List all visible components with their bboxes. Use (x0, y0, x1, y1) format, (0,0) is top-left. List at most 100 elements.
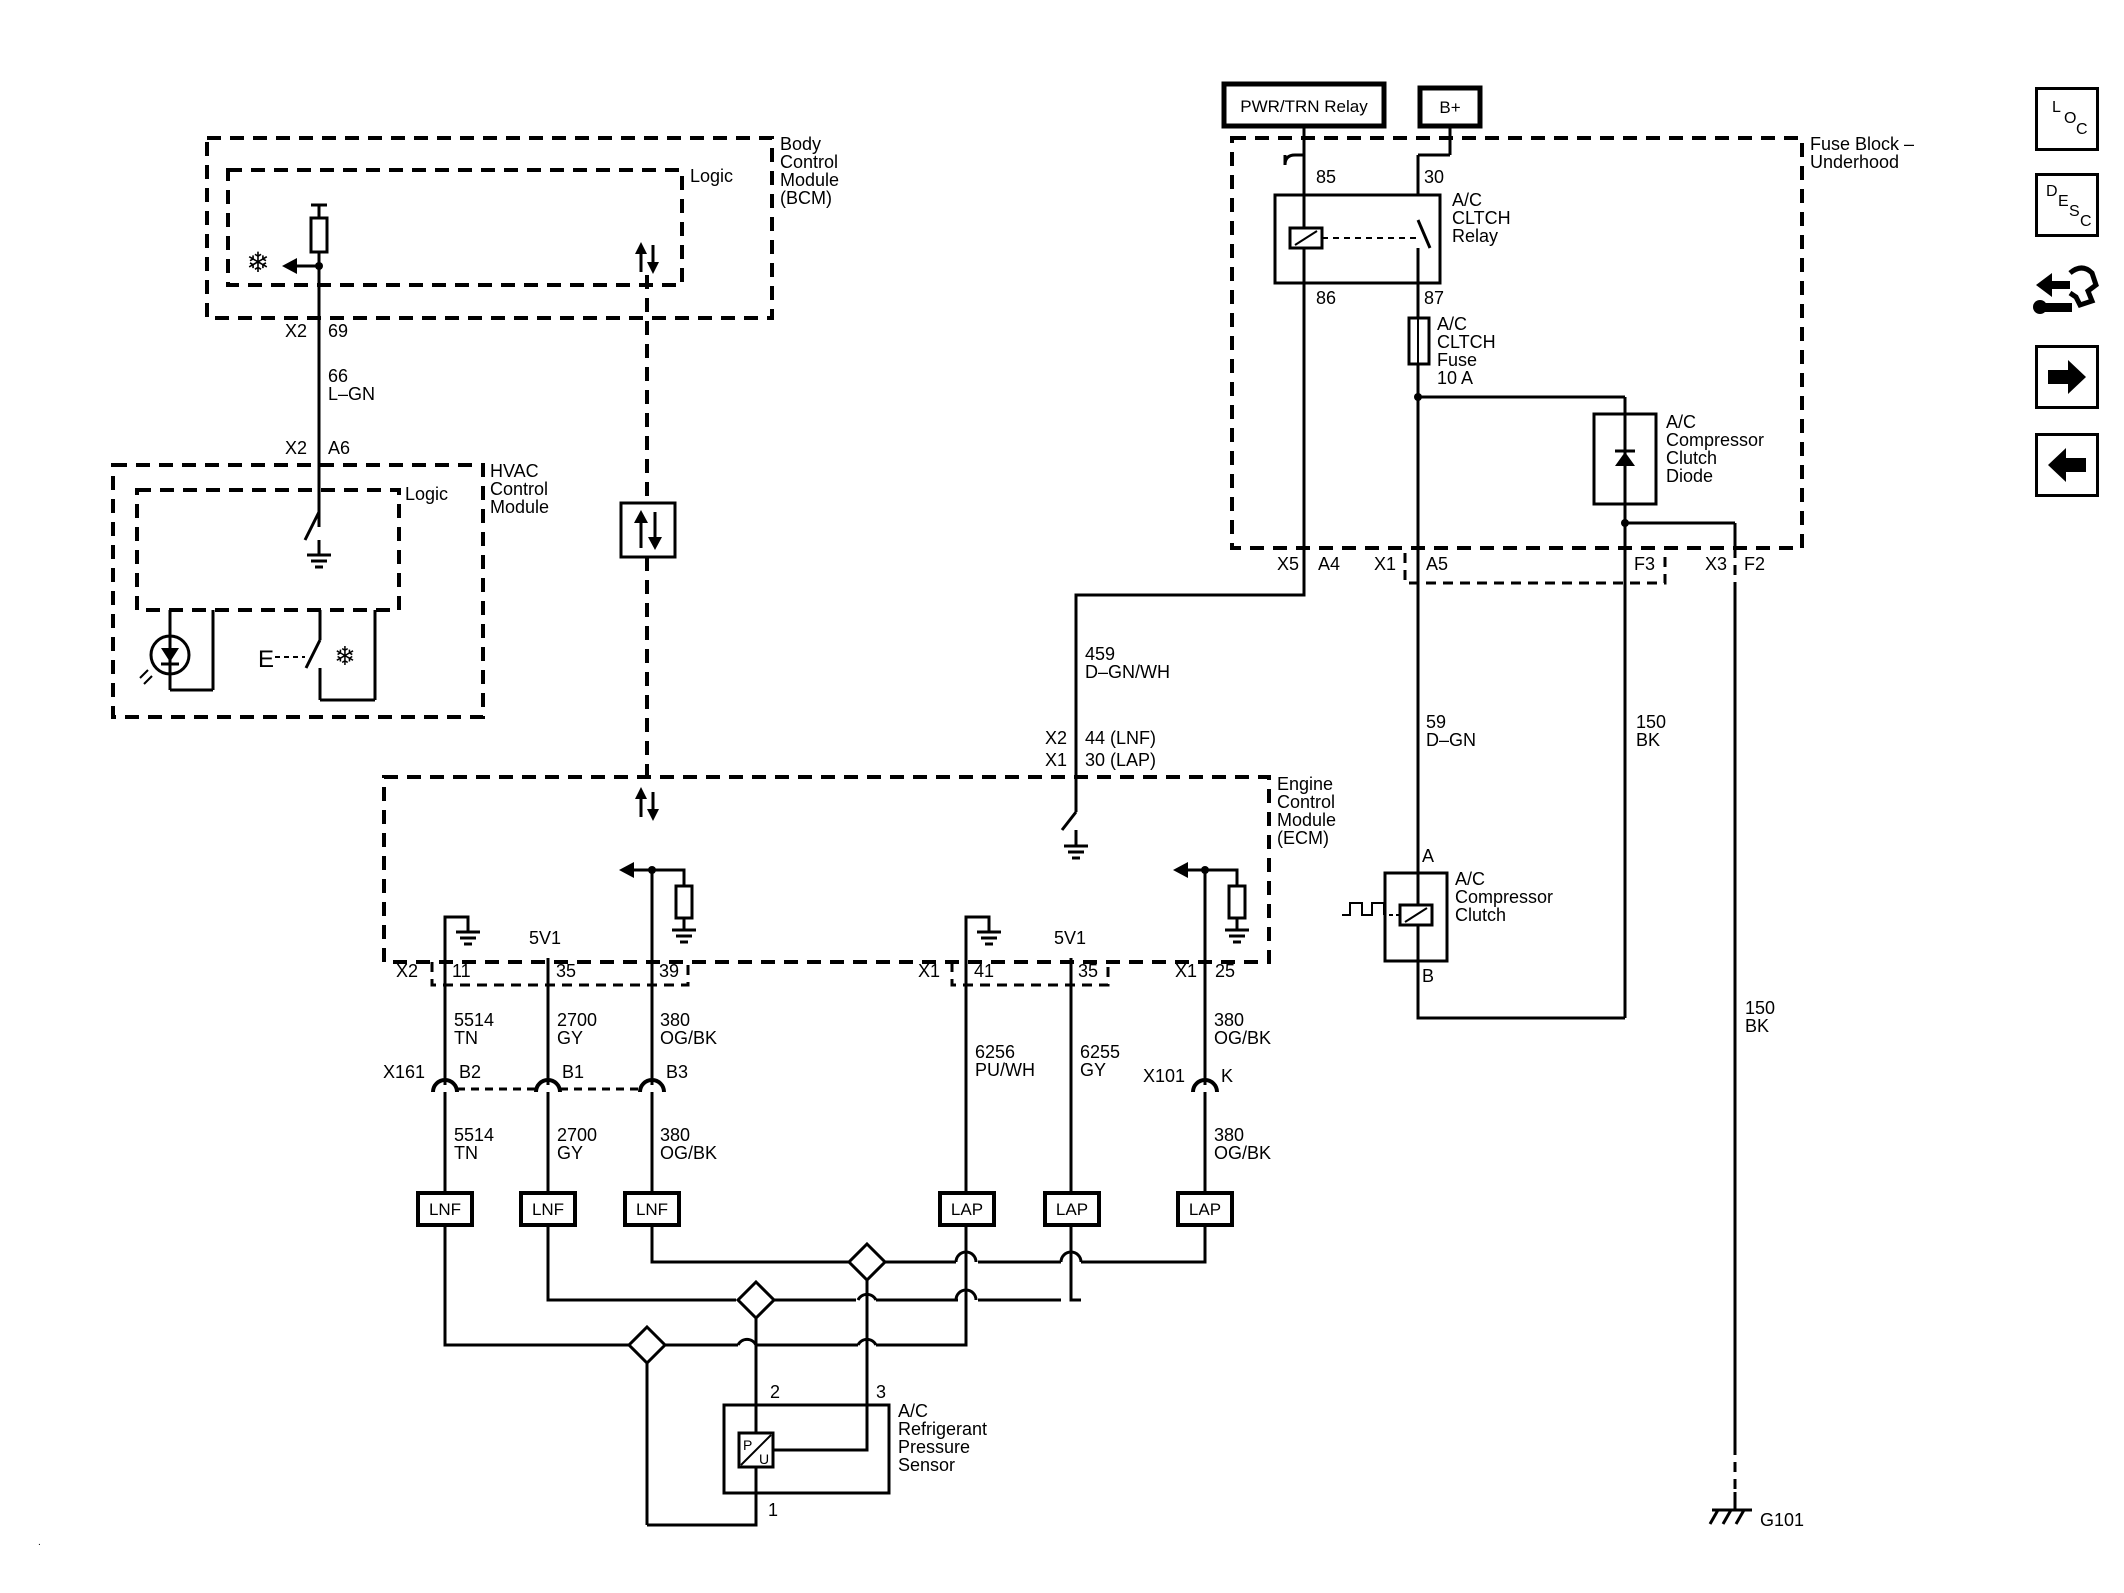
svg-text:LAP: LAP (1189, 1200, 1221, 1219)
svg-text:85: 85 (1316, 167, 1336, 187)
svg-text:X1: X1 (1175, 961, 1197, 981)
svg-text:LNF: LNF (532, 1200, 564, 1219)
svg-text:A5: A5 (1426, 554, 1448, 574)
svg-text:Refrigerant: Refrigerant (898, 1419, 987, 1439)
svg-text:A/C: A/C (1452, 190, 1482, 210)
svg-text:6255: 6255 (1080, 1042, 1120, 1062)
svg-text:66: 66 (328, 366, 348, 386)
svg-text:B1: B1 (562, 1062, 584, 1082)
svg-text:44 (LNF): 44 (LNF) (1085, 728, 1156, 748)
location-button[interactable]: L O C (2035, 87, 2099, 151)
svg-text:A/C: A/C (1437, 314, 1467, 334)
svg-text:25: 25 (1215, 961, 1235, 981)
connector-wrench-icon[interactable] (2030, 255, 2102, 327)
svg-text:C: C (2076, 121, 2088, 138)
svg-text:(BCM): (BCM) (780, 188, 832, 208)
svg-text:BK: BK (1745, 1016, 1769, 1036)
hvac-module: HVAC Control Module Logic X2 A6 (111, 438, 549, 719)
svg-text:X1: X1 (1374, 554, 1396, 574)
svg-text:X1: X1 (1045, 750, 1067, 770)
svg-text:E: E (258, 646, 274, 673)
svg-text:TN: TN (454, 1028, 478, 1048)
svg-text:OG/BK: OG/BK (660, 1028, 717, 1048)
ground-label: G101 (1760, 1510, 1804, 1530)
svg-text:Engine: Engine (1277, 774, 1333, 794)
svg-text:30 (LAP): 30 (LAP) (1085, 750, 1156, 770)
ac-clutch-relay: 85 30 86 87 A/C CLTCH Relay (1273, 167, 1511, 308)
svg-text:69: 69 (328, 321, 348, 341)
svg-text:2700: 2700 (557, 1125, 597, 1145)
svg-text:Fuse Block –: Fuse Block – (1810, 134, 1914, 154)
svg-text:Clutch: Clutch (1666, 448, 1717, 468)
svg-text:5V1: 5V1 (529, 928, 561, 948)
svg-text:Module: Module (1277, 810, 1336, 830)
svg-text:(ECM): (ECM) (1277, 828, 1329, 848)
pwr-trn-relay-box (1221, 81, 1387, 129)
svg-text:Module: Module (780, 170, 839, 190)
option-lap-3: LAP (1176, 1191, 1234, 1227)
fuse-block-underhood: Fuse Block – Underhood (1230, 134, 1914, 550)
svg-text:LNF: LNF (429, 1200, 461, 1219)
inline-connector-x101: X101 K (1143, 1066, 1233, 1093)
svg-text:A/C: A/C (1455, 869, 1485, 889)
hvac-input-switch (303, 511, 331, 569)
svg-text:CLTCH: CLTCH (1437, 332, 1496, 352)
option-lnf-2: LNF (519, 1191, 577, 1227)
svg-text:P: P (743, 1437, 752, 1453)
svg-text:E: E (2058, 193, 2069, 210)
svg-text:B2: B2 (459, 1062, 481, 1082)
svg-text:Compressor: Compressor (1666, 430, 1764, 450)
svg-text:OG/BK: OG/BK (1214, 1028, 1271, 1048)
svg-text:150: 150 (1636, 712, 1666, 732)
svg-text:LAP: LAP (951, 1200, 983, 1219)
svg-text:A/C: A/C (898, 1401, 928, 1421)
svg-text:Diode: Diode (1666, 466, 1713, 486)
svg-text:X3: X3 (1705, 554, 1727, 574)
svg-text:L: L (2052, 99, 2061, 116)
svg-text:35: 35 (1078, 961, 1098, 981)
svg-text:Body: Body (780, 134, 821, 154)
svg-text:41: 41 (974, 961, 994, 981)
svg-text:OG/BK: OG/BK (660, 1143, 717, 1163)
ecm-x2-b-label: X1 (918, 961, 940, 981)
svg-text:LAP: LAP (1056, 1200, 1088, 1219)
svg-text:5514: 5514 (454, 1010, 494, 1030)
svg-text:D: D (2046, 183, 2058, 200)
svg-text:O: O (2064, 110, 2076, 127)
sensor-harness (443, 1225, 1207, 1347)
previous-button[interactable] (2035, 433, 2099, 497)
svg-text:D–GN: D–GN (1426, 730, 1476, 750)
svg-text:11: 11 (452, 961, 471, 981)
svg-text:86: 86 (1316, 288, 1336, 308)
svg-text:380: 380 (660, 1010, 690, 1030)
option-lnf-1: LNF (416, 1191, 474, 1227)
svg-text:X101: X101 (1143, 1066, 1185, 1086)
svg-text:U: U (759, 1451, 769, 1467)
svg-text:Control: Control (1277, 792, 1335, 812)
svg-text:459: 459 (1085, 644, 1115, 664)
option-lnf-3: LNF (623, 1191, 681, 1227)
svg-text:Pressure: Pressure (898, 1437, 970, 1457)
description-button[interactable]: D E S C (2035, 173, 2099, 237)
splice-diamond-ground (626, 1324, 668, 1366)
svg-text:Clutch: Clutch (1455, 905, 1506, 925)
svg-text:F2: F2 (1744, 554, 1765, 574)
ac-compressor-clutch: A B A/C Compressor Clutch (1342, 846, 1553, 986)
svg-text:6256: 6256 (975, 1042, 1015, 1062)
svg-text:Logic: Logic (405, 484, 448, 504)
svg-text:380: 380 (660, 1125, 690, 1145)
next-button[interactable] (2035, 345, 2099, 409)
svg-text:5V1: 5V1 (1054, 928, 1086, 948)
svg-text:OG/BK: OG/BK (1214, 1143, 1271, 1163)
svg-text:5514: 5514 (454, 1125, 494, 1145)
svg-text:Compressor: Compressor (1455, 887, 1553, 907)
svg-text:Logic: Logic (690, 166, 733, 186)
ac-refrigerant-pressure-sensor: P U 2 3 1 A/C Refrigerant Pressure Senso… (722, 1382, 987, 1520)
svg-text:B: B (1422, 966, 1434, 986)
svg-text:Underhood: Underhood (1810, 152, 1899, 172)
splice-diamond-reference (846, 1241, 888, 1283)
svg-text:PU/WH: PU/WH (975, 1060, 1035, 1080)
svg-text:GY: GY (557, 1143, 583, 1163)
svg-text:X5: X5 (1277, 554, 1299, 574)
